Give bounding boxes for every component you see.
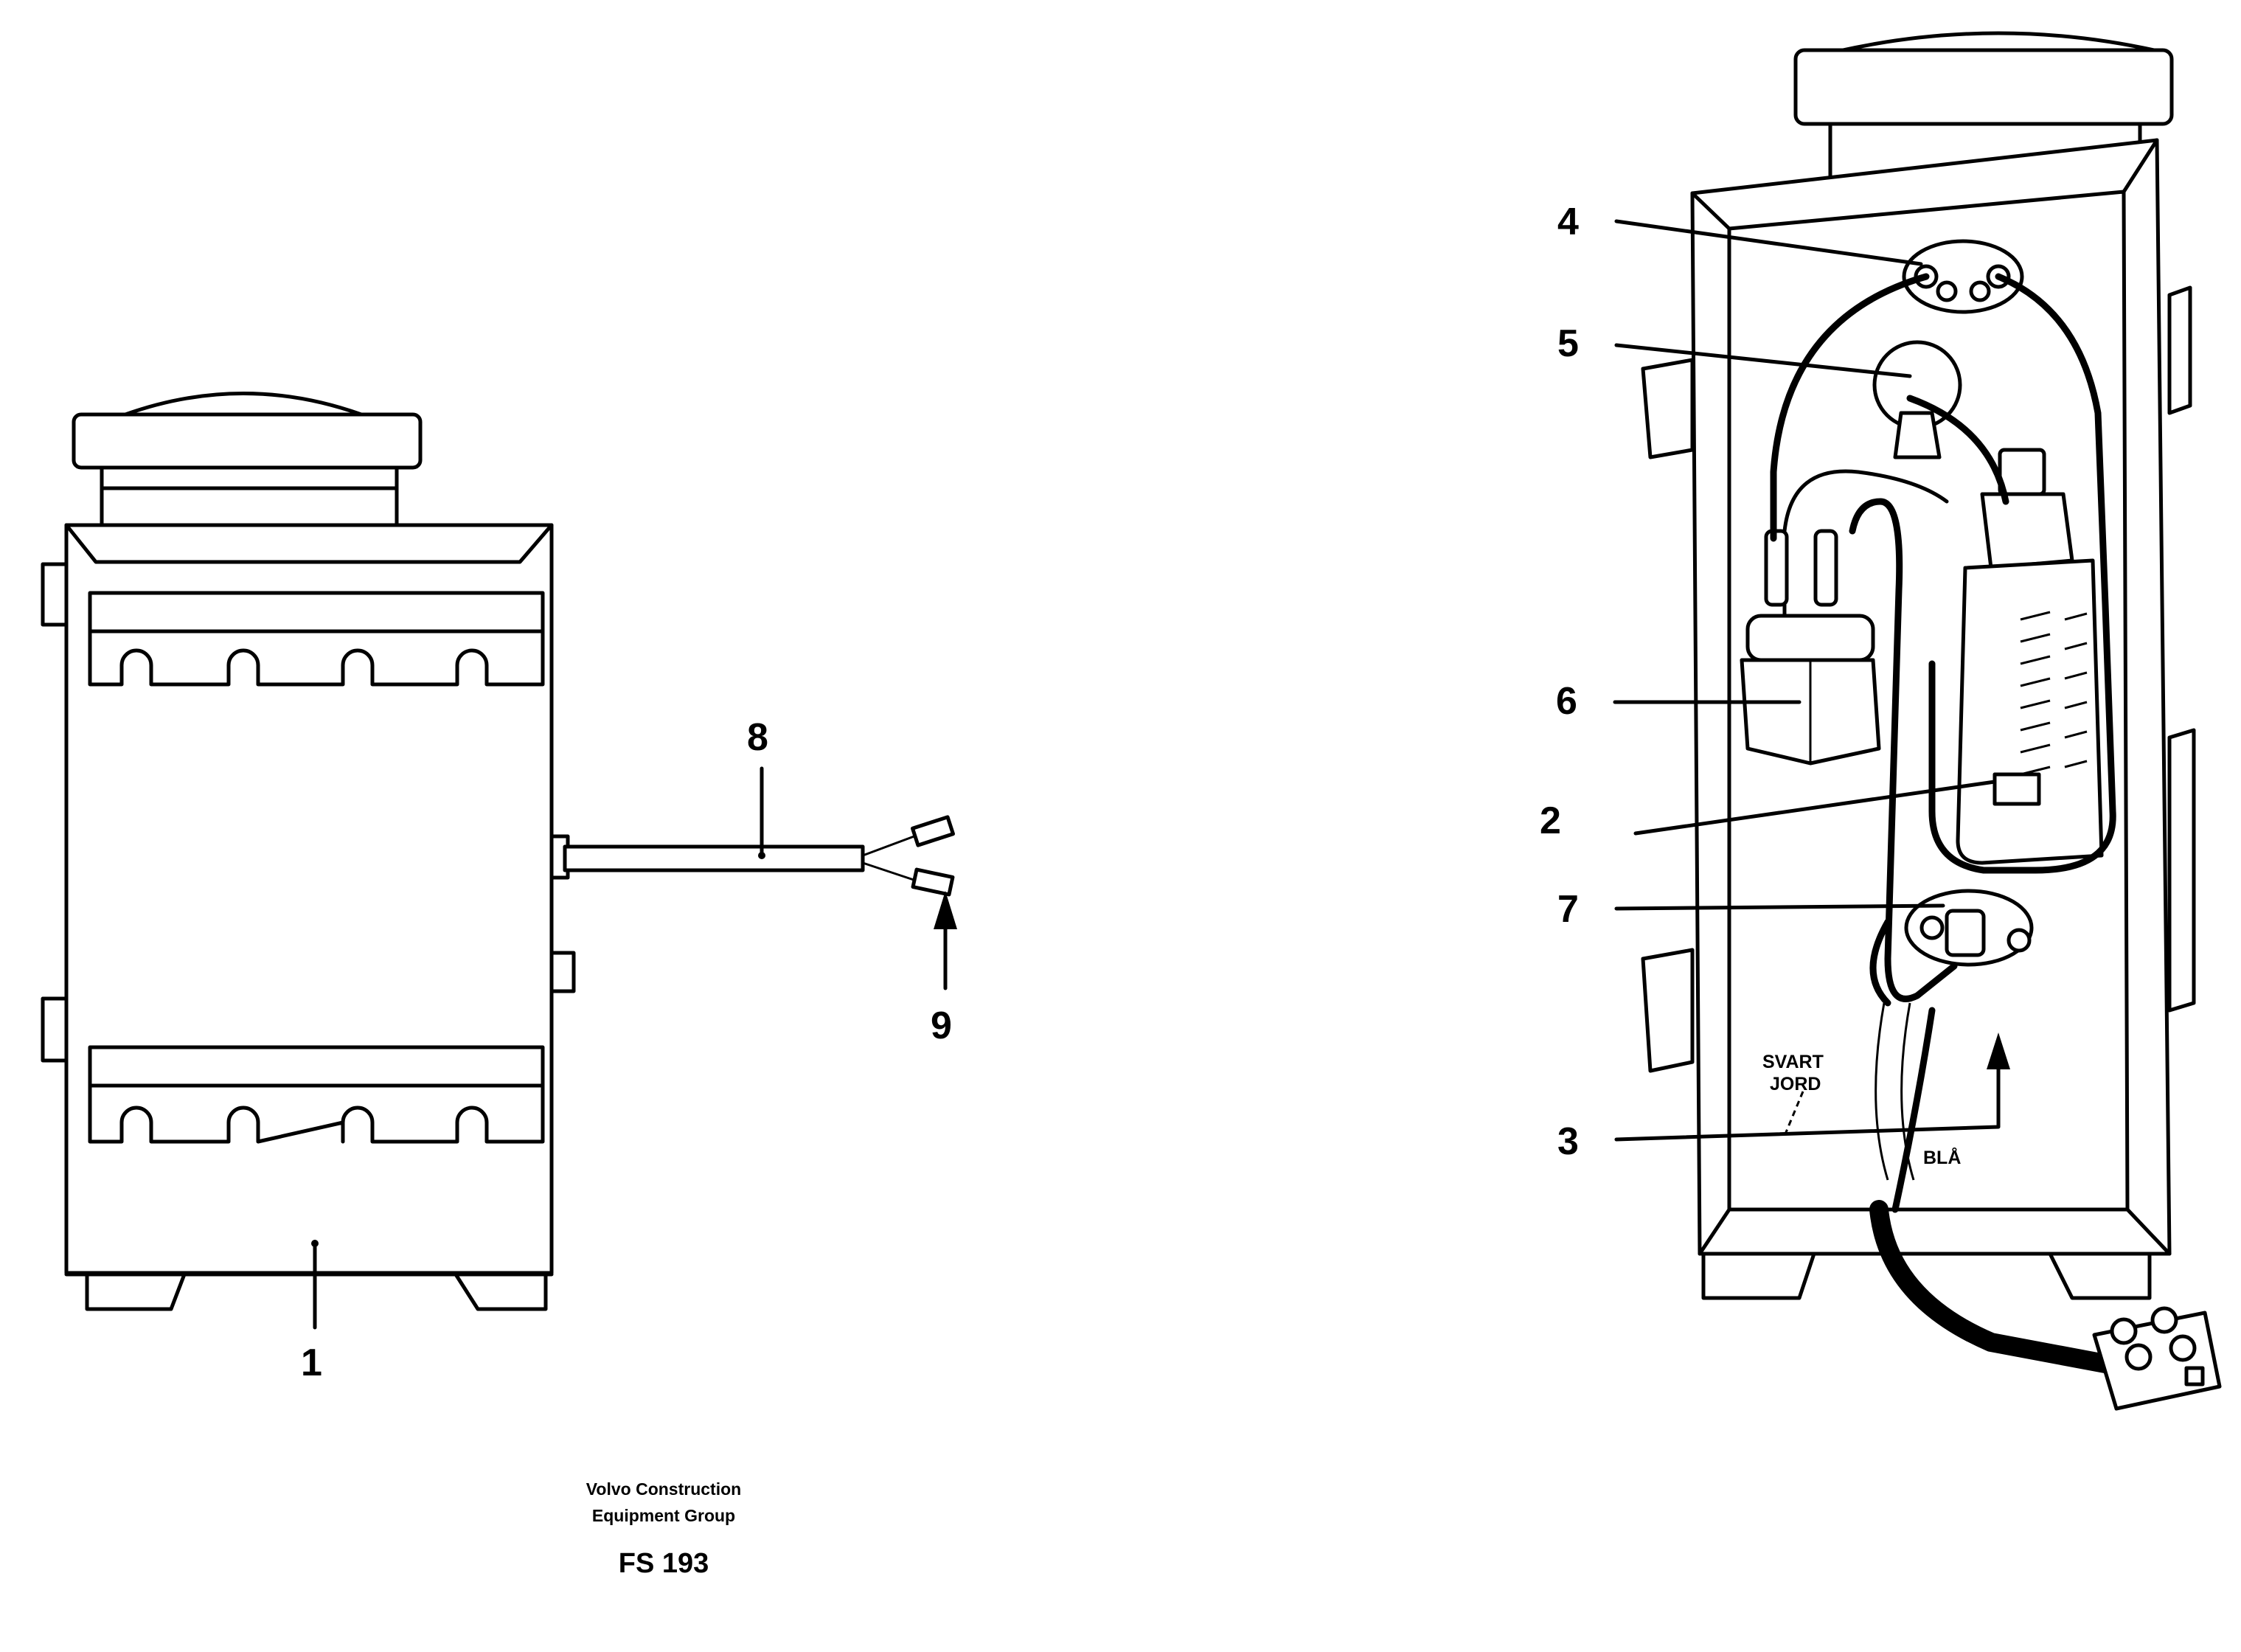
front-cap	[1793, 48, 2174, 126]
tank-cap-dome	[123, 392, 364, 417]
tank-body	[64, 523, 554, 1275]
callout-5: 5	[1557, 322, 1579, 365]
callout-1: 1	[301, 1342, 322, 1384]
callout-7: 7	[1557, 888, 1579, 931]
tank-side-view	[41, 392, 955, 1311]
terminal-block	[2092, 1306, 2222, 1411]
callout-8: 8	[747, 716, 768, 759]
wire-color-labels: SVART JORD BLÅ	[1762, 1052, 1961, 1168]
figure-code: FS 193	[619, 1548, 709, 1579]
leader-lines-right	[1613, 219, 2010, 1142]
wire-harness	[1770, 273, 1930, 542]
level-sender-tube	[563, 844, 865, 872]
fitting-6	[1740, 469, 1949, 766]
label-svart: SVART	[1762, 1052, 1824, 1072]
leader-lines-left	[311, 766, 957, 1330]
front-cap-dome	[1834, 31, 2163, 54]
footer-company-line2: Equipment Group	[592, 1506, 735, 1525]
tank-neck	[100, 465, 399, 529]
label-jord: JORD	[1770, 1074, 1821, 1094]
label-bla: BLÅ	[1923, 1147, 1961, 1168]
callout-labels: 1 8 9 4 5 6 2 7 3	[301, 201, 1579, 1384]
terminal-plate	[1902, 239, 2024, 314]
tank-front-view	[1641, 31, 2222, 1411]
footer: Volvo Construction Equipment Group FS 19…	[586, 1479, 741, 1579]
footer-company-line1: Volvo Construction	[586, 1479, 741, 1499]
callout-2: 2	[1540, 799, 1561, 842]
tank-cap	[72, 412, 423, 470]
callout-9: 9	[931, 1004, 952, 1047]
callout-3: 3	[1557, 1120, 1579, 1163]
callout-4: 4	[1557, 201, 1579, 243]
valve-spring	[1956, 448, 2104, 865]
callout-6: 6	[1556, 680, 1577, 723]
